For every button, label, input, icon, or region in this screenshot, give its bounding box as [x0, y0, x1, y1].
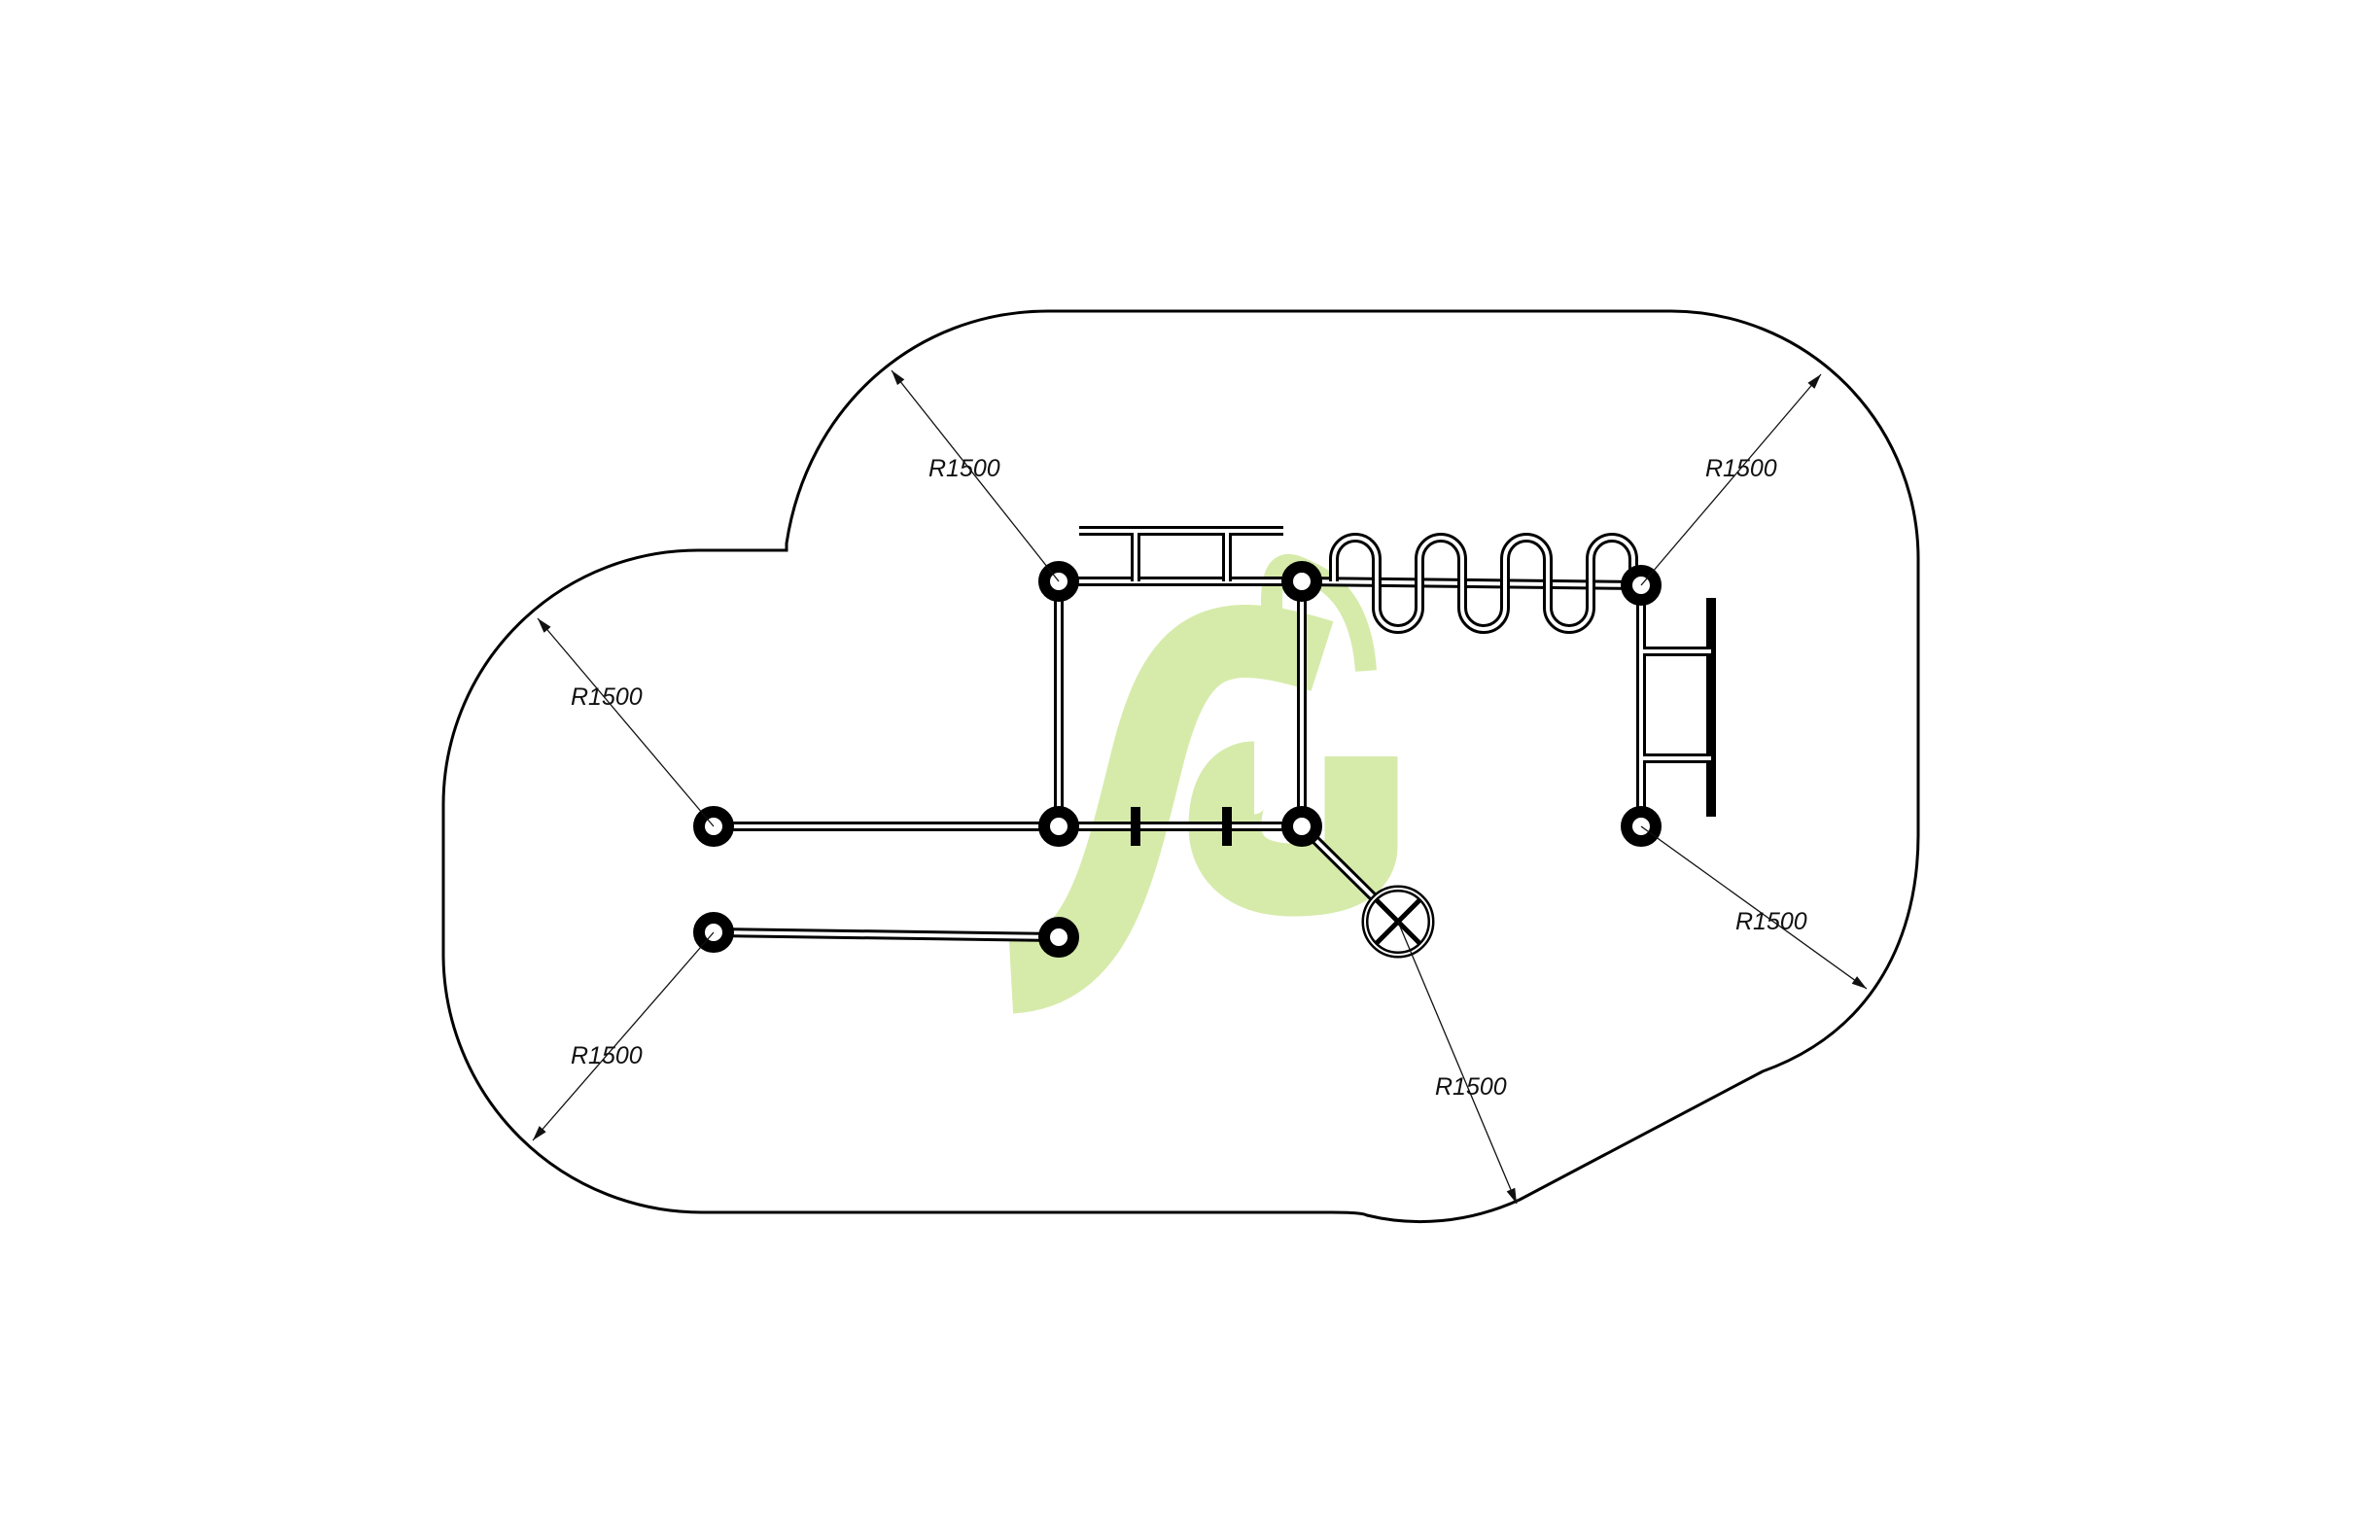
dimension-label: R1500: [1735, 908, 1807, 935]
site-boundary: [441, 309, 1920, 1224]
dimension-label: R1500: [928, 455, 1000, 482]
watermark-logo: [1006, 553, 1398, 1014]
dimension-label: R1500: [571, 1042, 643, 1069]
dimension-label: R1500: [571, 683, 643, 711]
dimension-label: R1500: [1435, 1073, 1507, 1101]
dimension-label: R1500: [1705, 455, 1777, 482]
dimension-leaders: [532, 369, 1868, 1205]
equipment-frame: [693, 526, 1716, 959]
